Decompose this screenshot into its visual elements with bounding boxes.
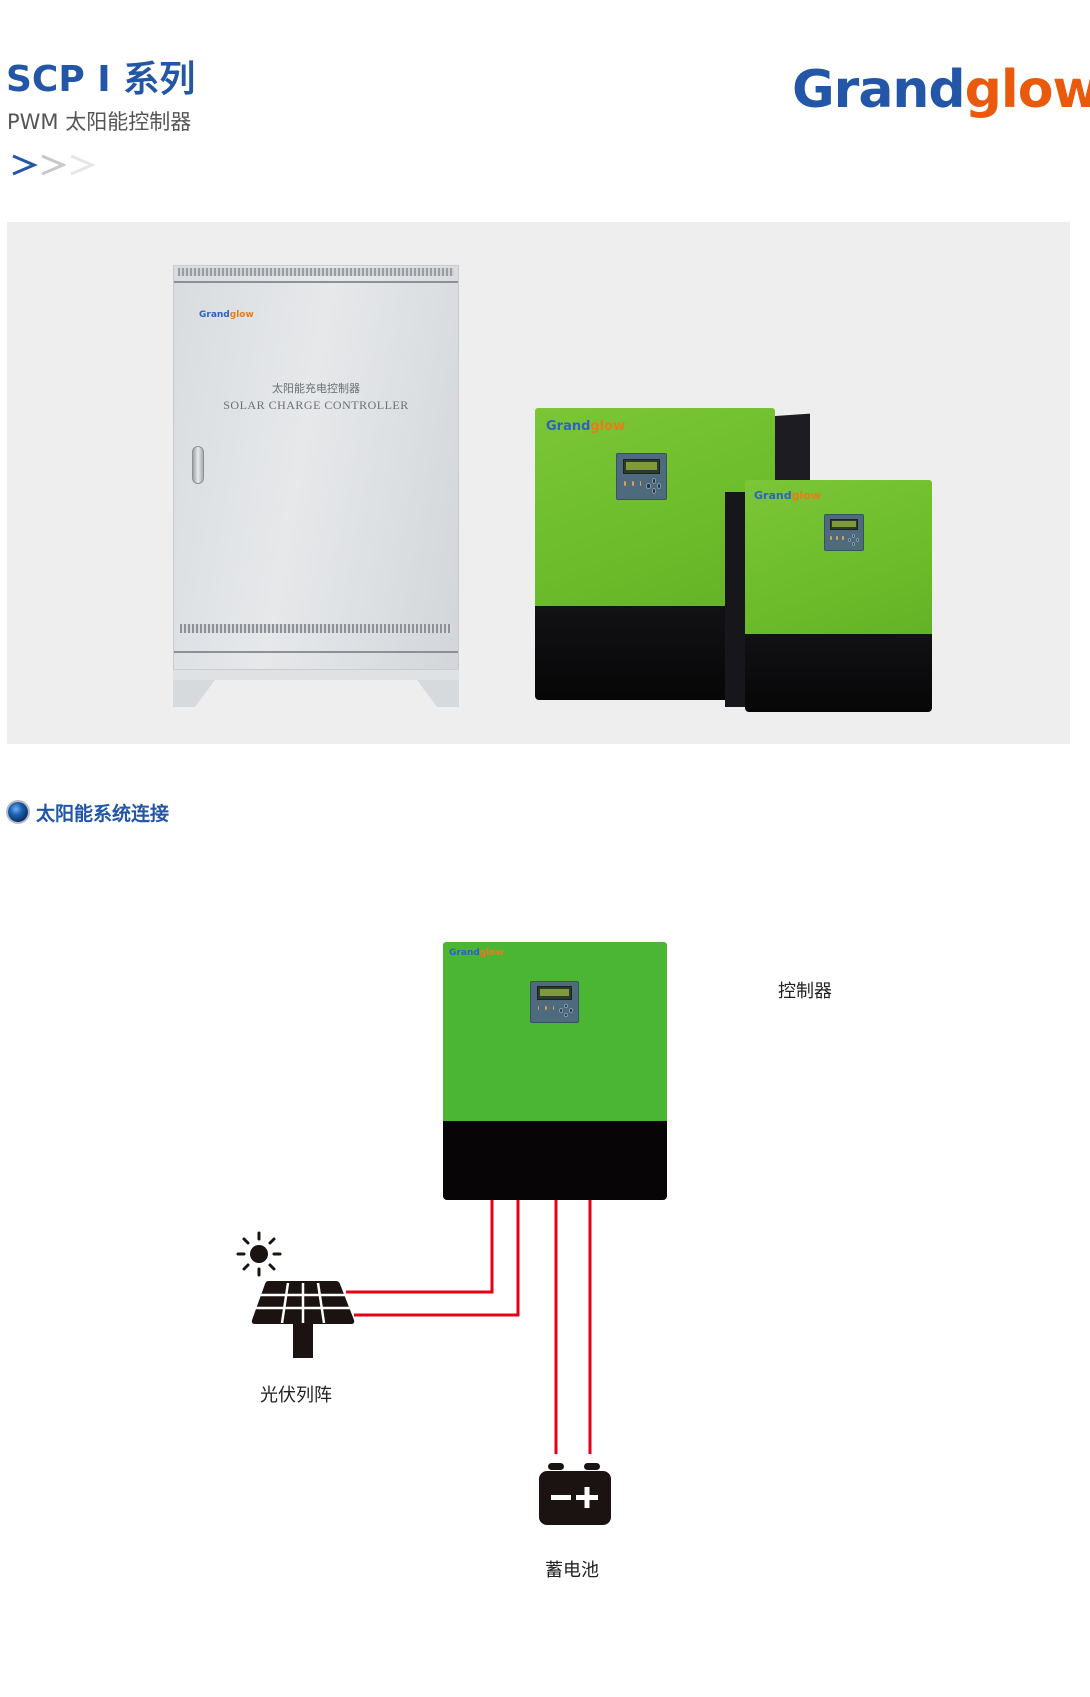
cabinet-brand: Grandglow — [199, 310, 254, 320]
sun-icon — [236, 1231, 282, 1277]
lcd-display-icon — [530, 981, 579, 1023]
logo-glow: glow — [964, 60, 1090, 120]
unit-brand-glow: glow — [791, 489, 821, 502]
controller-brand-glow: glow — [479, 948, 504, 958]
cabinet-base-edge — [174, 651, 458, 653]
cabinet-top-vent — [178, 268, 454, 276]
product-photo: Grandglow 太阳能充电控制器 SOLAR CHARGE CONTROLL… — [7, 222, 1070, 744]
cabinet-bottom-vent — [180, 624, 452, 633]
door-handle-icon — [192, 446, 204, 484]
cabinet-label-cn: 太阳能充电控制器 — [272, 382, 360, 395]
logo-grand: Grand — [792, 60, 966, 120]
cabinet-body: Grandglow 太阳能充电控制器 SOLAR CHARGE CONTROLL… — [173, 265, 459, 670]
arrow-decoration — [12, 154, 96, 176]
diagram-controller-image: Grandglow — [443, 942, 667, 1200]
controller-brand-grand: Grand — [449, 948, 480, 958]
pv-wire-positive — [346, 1200, 494, 1294]
bullet-sphere-icon — [8, 802, 28, 822]
unit-brand: Grandglow — [754, 489, 821, 502]
cabinet-controller-image: Grandglow 太阳能充电控制器 SOLAR CHARGE CONTROLL… — [173, 265, 459, 707]
wall-controller-small-image: Grandglow — [745, 480, 932, 712]
cabinet-brand-grand: Grand — [199, 310, 230, 320]
controller-brand: Grandglow — [449, 948, 504, 958]
unit-brand: Grandglow — [546, 419, 625, 434]
chevron-right-icon — [41, 154, 67, 176]
lcd-display-icon — [616, 453, 667, 500]
unit-brand-grand: Grand — [546, 419, 591, 434]
cabinet-legs — [173, 670, 459, 707]
section-header: 太阳能系统连接 — [8, 799, 169, 825]
cabinet-top-edge — [174, 281, 458, 283]
page-subtitle: PWM 太阳能控制器 — [7, 110, 192, 134]
solar-panel-icon — [251, 1281, 355, 1358]
battery-label: 蓄电池 — [545, 1560, 599, 1581]
pv-array-label: 光伏列阵 — [260, 1385, 332, 1406]
chevron-right-icon — [12, 154, 38, 176]
section-title: 太阳能系统连接 — [36, 802, 170, 825]
cabinet-brand-glow: glow — [229, 310, 254, 320]
chevron-right-icon — [70, 154, 96, 176]
pv-wire-negative — [354, 1200, 520, 1317]
battery-icon — [539, 1463, 611, 1525]
unit-brand-grand: Grand — [754, 489, 792, 502]
unit-green-cover: Grandglow — [745, 480, 932, 634]
unit-black-base — [745, 634, 932, 712]
lcd-display-icon — [824, 514, 864, 551]
controller-black-base — [443, 1121, 667, 1200]
controller-label: 控制器 — [778, 981, 832, 1002]
unit-brand-glow: glow — [590, 419, 626, 434]
brand-logo: Grandglow ® — [792, 55, 1090, 125]
controller-green-cover: Grandglow — [443, 942, 667, 1122]
cabinet-label-en: SOLAR CHARGE CONTROLLER — [223, 398, 409, 412]
page-title: SCP Ⅰ 系列 — [6, 59, 196, 100]
